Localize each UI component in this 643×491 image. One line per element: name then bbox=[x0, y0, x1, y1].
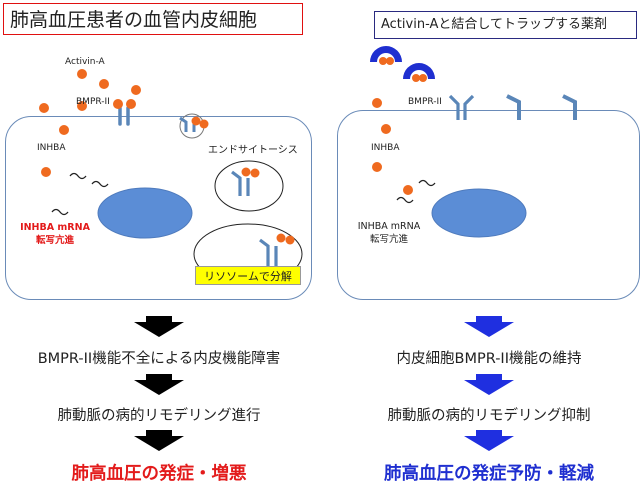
left-panel-title: 肺高血圧患者の血管内皮細胞 bbox=[3, 3, 303, 35]
inhba-mrna-line1: INHBA mRNA bbox=[20, 222, 90, 233]
trap-drug bbox=[370, 46, 402, 65]
inhba-mrna-line2: 転写亢進 bbox=[369, 234, 408, 245]
mrna-squiggle bbox=[69, 172, 87, 180]
activin-dot bbox=[191, 116, 201, 126]
activin-dot bbox=[241, 167, 251, 177]
bmpr2-label: BMPR-II bbox=[76, 97, 110, 107]
activin-a-label: Activin-A bbox=[65, 57, 105, 67]
activin-dot bbox=[77, 69, 87, 79]
bmpr2-receptor bbox=[118, 106, 130, 126]
activin-dot bbox=[59, 125, 69, 135]
activin-dot bbox=[285, 235, 295, 245]
bmpr2-receptor bbox=[506, 94, 521, 120]
inhba-label: INHBA bbox=[37, 143, 66, 153]
trap-drug bbox=[403, 63, 435, 82]
activin-dot bbox=[372, 98, 382, 108]
activin-dot bbox=[199, 119, 209, 129]
mrna-squiggle bbox=[396, 196, 414, 204]
right-flow-arrows bbox=[464, 316, 514, 451]
right-step2-text: 肺動脈の病的リモデリング抑制 bbox=[387, 408, 591, 424]
activin-dot bbox=[126, 99, 136, 109]
right-panel-title: Activin-Aと結合してトラップする薬剤 bbox=[374, 11, 637, 39]
activin-dot bbox=[113, 99, 123, 109]
bmpr2-label: BMPR-II bbox=[408, 97, 442, 107]
endosome bbox=[214, 160, 284, 212]
activin-dot bbox=[77, 101, 87, 111]
left-step1-text: BMPR-II機能不全による内皮機能障害 bbox=[37, 351, 281, 367]
activin-dot bbox=[99, 79, 109, 89]
right-result-text: 肺高血圧の発症予防・軽減 bbox=[384, 464, 594, 484]
activin-dot bbox=[372, 162, 382, 172]
mrna-squiggle bbox=[51, 208, 69, 216]
left-step2-text: 肺動脈の病的リモデリング進行 bbox=[57, 408, 261, 424]
bmpr2-receptor bbox=[448, 94, 475, 120]
activin-dot bbox=[250, 168, 260, 178]
inhba-label: INHBA bbox=[371, 143, 400, 153]
left-flow-arrows bbox=[134, 316, 184, 451]
inhba-mrna-line1: INHBA mRNA bbox=[357, 221, 421, 232]
inhba-mrna-label: INHBA mRNA 転写亢進 bbox=[14, 221, 96, 247]
activin-dot bbox=[39, 103, 49, 113]
activin-dot bbox=[276, 233, 286, 243]
activin-dot bbox=[381, 124, 391, 134]
inhba-mrna-line2: 転写亢進 bbox=[35, 235, 74, 246]
lysosome-label: リソソームで分解 bbox=[195, 266, 301, 285]
left-result-text: 肺高血圧の発症・増悪 bbox=[71, 464, 247, 484]
activin-dot bbox=[131, 85, 141, 95]
mrna-squiggle bbox=[91, 180, 109, 188]
mrna-squiggle bbox=[418, 179, 436, 187]
lysosome-receptor bbox=[259, 238, 278, 266]
endosome-receptor bbox=[231, 170, 250, 196]
inhba-mrna-label: INHBA mRNA 転写亢進 bbox=[348, 220, 430, 246]
nucleus bbox=[431, 188, 527, 238]
bmpr2-receptor bbox=[562, 94, 577, 120]
right-step1-text: 内皮細胞BMPR-II機能の維持 bbox=[396, 351, 582, 367]
activin-dot bbox=[403, 185, 413, 195]
nucleus bbox=[97, 187, 193, 239]
activin-dot bbox=[41, 167, 51, 177]
endocytosis-label: エンドサイトーシス bbox=[208, 145, 298, 156]
